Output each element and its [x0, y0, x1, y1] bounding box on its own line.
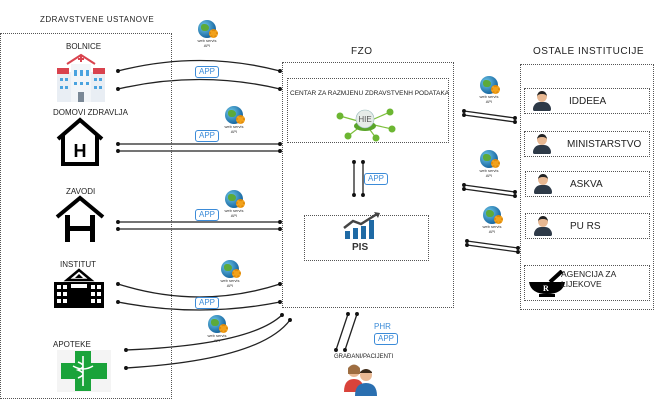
- org-name: PU RS: [570, 221, 601, 232]
- link-askva-2: [462, 187, 517, 198]
- fzo-title: FZO: [351, 46, 373, 57]
- app-badge: APP: [195, 130, 220, 142]
- svg-text:R: R: [543, 284, 549, 293]
- org-name: MINISTARSTVO: [567, 139, 642, 150]
- domovi-zdravlja-label: DOMOVI ZDRAVLJA: [53, 108, 128, 117]
- person-icon: [534, 174, 552, 194]
- zavodi-label: ZAVODI: [66, 187, 96, 196]
- institut-label: INSTITUT: [60, 260, 96, 269]
- svg-text:H: H: [74, 141, 87, 161]
- citizens-icon: [344, 364, 377, 396]
- hie-network-icon: HIE: [336, 108, 396, 142]
- pharmacy-cross-icon: [57, 350, 111, 392]
- org-pu-rs: PU RS: [525, 213, 650, 239]
- pis-box: [304, 215, 429, 261]
- apoteke-label: APOTEKE: [53, 340, 91, 349]
- link-institut-1: [116, 282, 282, 298]
- org-ministarstvo: MINISTARSTVO: [524, 131, 650, 157]
- org-name: IDDEEA: [569, 96, 607, 107]
- fzo-box: [282, 62, 454, 308]
- link-citizens-2: [343, 312, 359, 352]
- link-purs-1: [465, 239, 520, 250]
- left-group-box: [0, 33, 172, 399]
- app-badge: APP: [364, 173, 389, 185]
- person-icon: [533, 91, 551, 111]
- link-iddeea-2: [462, 113, 517, 124]
- house-h-icon: [55, 195, 105, 242]
- org-askva: ASKVA: [525, 171, 650, 197]
- link-bolnice-1: [116, 59, 282, 73]
- phr-badge: PHR: [374, 322, 391, 331]
- citizens-label: GRAĐANI/PACIJENTI: [334, 354, 394, 360]
- bolnice-label: BOLNICE: [66, 42, 102, 51]
- pis-label: PIS: [352, 242, 369, 253]
- app-badge: APP: [195, 297, 220, 309]
- link-bolnice-2: [116, 78, 282, 91]
- person-icon: [533, 134, 551, 154]
- hie-box: [287, 78, 449, 143]
- org-agencija: R AGENCIJA ZA LIJEKOVE: [524, 265, 650, 301]
- hie-label: CENTAR ZA RAZMJENU ZDRAVSTVENH PODATAKA: [290, 90, 450, 97]
- org-iddeea: IDDEEA: [524, 88, 650, 114]
- app-badge: APP: [195, 66, 220, 78]
- right-group-title: OSTALE INSTITUCIJE: [533, 46, 645, 57]
- left-group-title: ZDRAVSTVENE USTANOVE: [40, 15, 155, 24]
- svg-text:HIE: HIE: [358, 115, 371, 124]
- pis-chart-icon: [343, 212, 380, 239]
- app-badge: APP: [195, 209, 220, 221]
- link-iddeea-1: [462, 109, 517, 120]
- link-purs-2: [465, 243, 520, 254]
- institute-building-icon: [54, 268, 104, 308]
- org-name: AGENCIJA ZA LIJEKOVE: [561, 269, 616, 289]
- house-h-icon: H: [56, 117, 104, 166]
- person-icon: [534, 216, 552, 236]
- mortar-pestle-icon: R: [529, 270, 565, 297]
- org-name: ASKVA: [570, 179, 603, 190]
- link-askva-1: [462, 183, 517, 194]
- link-apoteke-2: [124, 318, 292, 370]
- link-institut-2: [116, 300, 282, 311]
- hospital-icon: [57, 53, 105, 102]
- app-badge: APP: [374, 333, 399, 345]
